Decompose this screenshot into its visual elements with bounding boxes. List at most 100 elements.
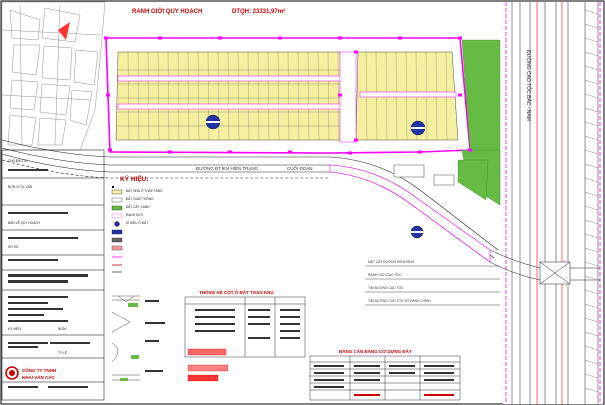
- side-note: HỒ SƠ: [8, 245, 19, 249]
- highway-interchange: [489, 249, 600, 285]
- side-note: TỶ LỆ: [58, 351, 67, 355]
- boundary-markers: [104, 36, 472, 155]
- highway-tick: [584, 359, 599, 365]
- legend-panel: [112, 186, 114, 188]
- planning-boundary-label: RANH GIỚI QUY HOẠCH: [132, 9, 203, 15]
- lot-divider: [137, 51, 140, 141]
- land-balance-table-bars: [314, 365, 454, 396]
- highway-tick: [584, 37, 599, 43]
- section-label: RANH GIỚI CAO TỐC: [368, 273, 402, 277]
- highway-tick: [584, 149, 599, 155]
- highway-tick: [584, 93, 599, 99]
- lot-divider: [267, 51, 270, 141]
- lot-divider: [307, 51, 310, 141]
- lot-divider: [257, 51, 260, 141]
- boundary-marker: [338, 36, 342, 40]
- section-label: TIM ĐƯỜNG CAO TỐC SỐ HÀNH CHÍNH: [368, 299, 431, 303]
- side-note: BẢN VẼ QUY HOẠCH: [8, 221, 40, 225]
- highway-tick: [584, 9, 599, 15]
- boundary-marker: [108, 148, 112, 152]
- lot-circle-markers: [205, 114, 426, 239]
- lot-divider: [227, 51, 230, 141]
- company-name-line1: CÔNG TY TNHH: [22, 368, 57, 373]
- boundary-marker: [338, 93, 342, 97]
- boundary-marker: [418, 150, 422, 154]
- highway-tick: [584, 275, 599, 281]
- boundary-marker: [218, 36, 222, 40]
- highway-tick: [584, 205, 599, 211]
- legend-item-label: KÍ HIỆU Ô ĐẤT: [126, 221, 149, 225]
- green-spaces: [457, 39, 501, 206]
- cross-section-symbols: [111, 295, 140, 381]
- highway-tick: [584, 79, 599, 85]
- highway-tick: [584, 247, 599, 253]
- side-note: ĐƠN VỊ TƯ VẤN: [8, 185, 33, 189]
- statistics-table-heading: THỐNG KÊ CỘT Ô ĐẤT TOÀN KHU: [199, 290, 274, 295]
- internal-roads: [117, 51, 457, 143]
- cross-section-bars: [145, 300, 165, 372]
- side-note: KÝ HIỆU: [8, 327, 21, 331]
- highway-tick: [584, 331, 599, 337]
- lot-divider: [197, 51, 200, 141]
- boundary-marker: [398, 36, 402, 40]
- land-balance-table-heading: BẢNG CÂN BẰNG CƠ DỰNG ĐẤT: [339, 349, 412, 354]
- planning-area-label: DTQH: 23331,97m²: [232, 9, 286, 15]
- lot-divider: [327, 51, 330, 141]
- highway-tick: [584, 373, 599, 379]
- lot-divider: [177, 51, 180, 141]
- highway-tick: [584, 51, 599, 57]
- boundary-marker: [158, 36, 162, 40]
- lot-divider: [317, 51, 320, 141]
- boundary-marker: [458, 36, 462, 40]
- highway-tick: [584, 261, 599, 267]
- boundary-marker: [288, 150, 292, 154]
- boundary-marker: [168, 150, 172, 154]
- lot-divider: [167, 51, 170, 141]
- lot-divider: [147, 51, 150, 141]
- left-title-panel: [1, 149, 105, 401]
- highway-ticks: [584, 9, 599, 393]
- highway-tick: [584, 177, 599, 183]
- lot-divider: [187, 51, 190, 141]
- boundary-marker: [228, 150, 232, 154]
- cadastral-background: [1, 1, 106, 151]
- lot-divider: [247, 51, 250, 141]
- highway-tick: [584, 387, 599, 393]
- section-label: MẶT CẮT ĐƯỜNG ĐIỂN HÌNH: [368, 260, 415, 264]
- road-dt904-label: ĐƯỜNG ĐT.904 HIỆN TRẠNG: [196, 166, 259, 171]
- highway-tick: [584, 303, 599, 309]
- legend-swatches: [111, 189, 123, 273]
- highway-tick: [584, 121, 599, 127]
- highway-label: ĐƯỜNG CAO TỐC BẮC - NAM: [525, 50, 531, 121]
- road-section-code: CUỐI ĐOẠN: [287, 166, 313, 171]
- boundary-marker: [348, 151, 352, 155]
- statistics-table-red-rows: [187, 348, 229, 382]
- company-logo-inner: [9, 370, 15, 376]
- land-balance-table: [309, 355, 461, 401]
- legend-heading: KÝ HIỆU:: [120, 176, 149, 183]
- boundary-marker: [104, 36, 108, 40]
- highway-tick: [584, 289, 599, 295]
- side-note: CHỦ ĐẦU TƯ: [8, 159, 29, 163]
- legend-item-label: RANH GIỚI: [126, 213, 143, 217]
- residential-blocks: [115, 51, 459, 141]
- red-marker: [58, 22, 70, 40]
- highway-tick: [584, 219, 599, 225]
- lot-columns-block1: [127, 51, 448, 141]
- boundary-marker: [468, 148, 472, 152]
- highway-tick: [584, 163, 599, 169]
- cross-section-green: [120, 303, 139, 381]
- statistics-table-bars: [195, 309, 300, 339]
- highway-tick: [584, 135, 599, 141]
- lot-divider: [297, 51, 300, 141]
- building-outline: [393, 164, 455, 186]
- lot-divider: [157, 51, 160, 141]
- boundary-marker: [354, 50, 358, 54]
- highway-tick: [584, 107, 599, 113]
- highway-tick: [584, 317, 599, 323]
- highway-tick: [584, 65, 599, 71]
- section-callouts: [365, 265, 500, 306]
- boundary-marker: [458, 93, 462, 97]
